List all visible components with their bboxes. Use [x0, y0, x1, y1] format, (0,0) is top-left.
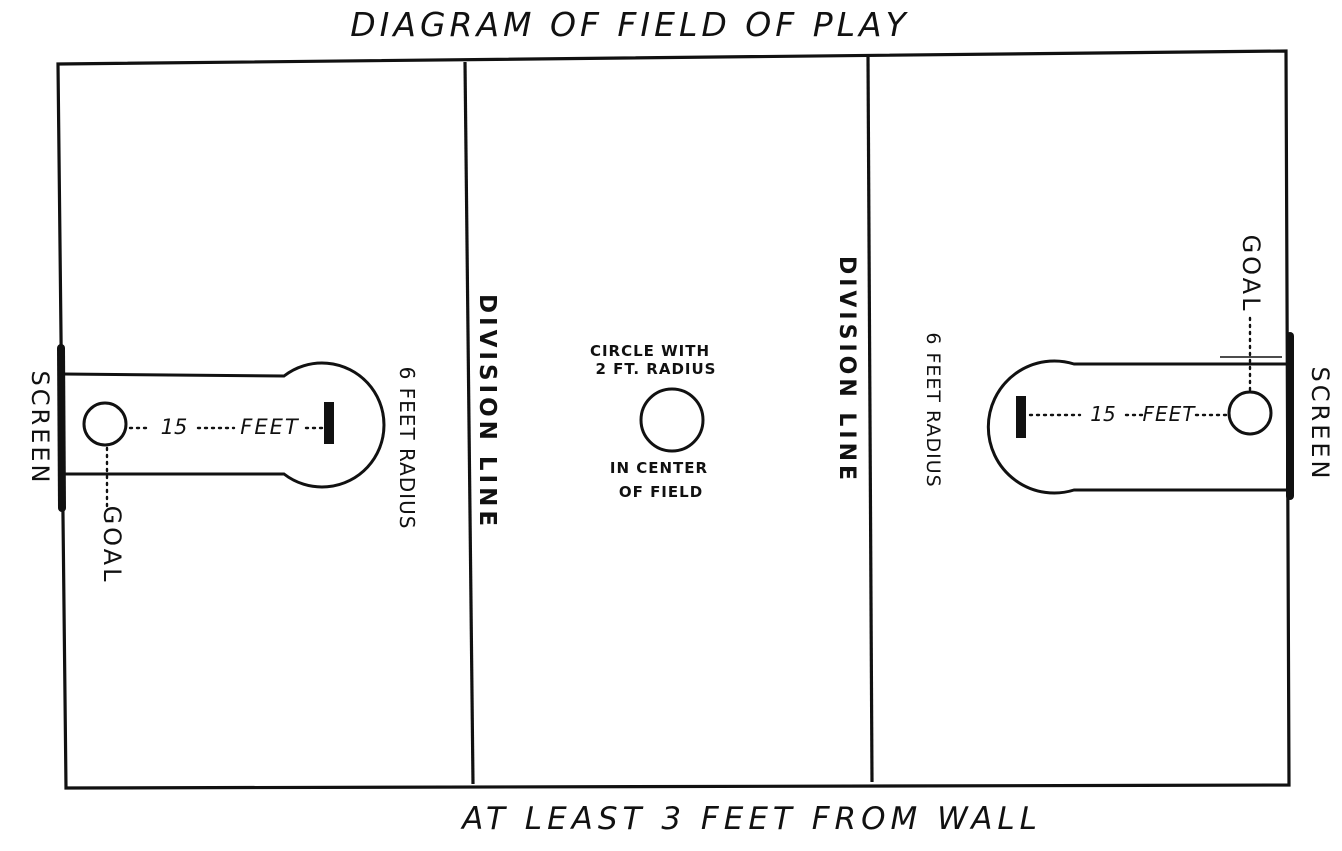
division-line-left: [463, 61, 475, 785]
left-throw-mark: [324, 402, 334, 444]
field-boundary: [56, 49, 1291, 790]
division-left-label: DIVISION LINE: [474, 294, 500, 530]
division-line-right: [866, 55, 874, 783]
diagram-title: DIAGRAM OF FIELD OF PLAY: [350, 5, 910, 44]
left-distance-number: 15: [161, 415, 188, 439]
left-screen-label: SCREEN: [26, 371, 54, 486]
right-radius-label: 6 FEET RADIUS: [922, 332, 944, 487]
right-goal-circle: [1227, 390, 1273, 436]
right-distance-unit: FEET: [1143, 402, 1197, 426]
left-goal-circle: [82, 401, 128, 447]
center-circle: [639, 387, 705, 453]
footer-note: AT LEAST 3 FEET FROM WALL: [460, 801, 1042, 837]
left-keyhole-area: [62, 361, 386, 489]
center-label-line1: CIRCLE WITH: [590, 342, 710, 360]
right-keyhole-area: [986, 359, 1288, 495]
center-label-line4: OF FIELD: [619, 483, 703, 501]
left-distance-unit: FEET: [240, 415, 300, 439]
right-goal-label: GOAL: [1237, 235, 1265, 314]
left-radius-label: 6 FEET RADIUS: [395, 367, 419, 530]
right-screen-label: SCREEN: [1306, 367, 1334, 482]
screen-left: [57, 344, 66, 512]
center-label-line2: 2 FT. RADIUS: [596, 360, 717, 378]
division-right-label: DIVISION LINE: [834, 256, 859, 484]
right-distance-number: 15: [1090, 402, 1115, 426]
right-throw-mark: [1016, 396, 1026, 438]
left-goal-label: GOAL: [98, 506, 126, 585]
center-label-line3: IN CENTER: [610, 459, 708, 477]
